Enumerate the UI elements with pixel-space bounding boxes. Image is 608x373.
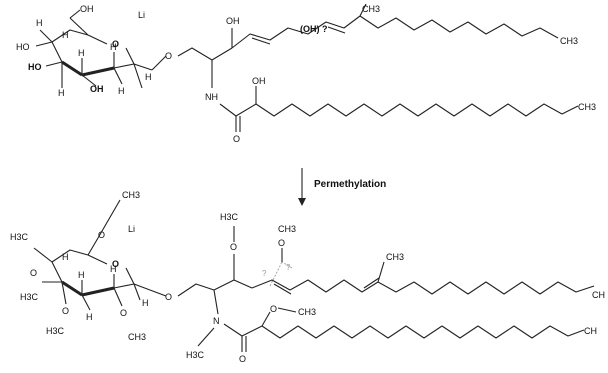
question-1-bottom: ? [262,269,267,278]
ring-h-top-2: H [58,88,65,98]
o-c4-bottom: O [30,268,37,278]
ring-h-bottom-5: H [142,298,149,308]
o-c3-bottom: O [62,306,69,316]
ch3-end-top-1: CH3 [560,36,578,46]
link-oxygen-bottom: O [165,292,172,302]
ch3-top-bottom: CH3 [122,190,140,200]
hexose-ring-top [35,9,153,89]
o-mid-bottom: O [230,242,237,252]
ring-h-bottom-4: H [62,252,69,262]
ch3-side-bottom: CH3 [386,252,404,262]
h3c-mid-bottom: H3C [220,212,239,222]
h3c-o3-bottom: H3C [46,326,65,336]
oh-top-ch2: OH [80,4,94,14]
ho-top-c3: HO [28,62,42,72]
nh-top: NH [205,92,218,102]
ring-h-top-6: H [62,30,69,40]
oh-alpha-top: OH [252,76,266,86]
hexose-ring-bottom [33,199,151,311]
ring-h-top-5: H [118,86,125,96]
ch3-me2-bottom: CH3 [278,224,296,234]
link-oxygen-top: O [165,51,172,61]
question-2-bottom: ? [286,263,291,272]
glycolipid-permethylated: O CH3 Li H3C O H3C O H3C H H H O CH3 H O… [10,190,605,364]
ring-h-top-7: H [145,72,152,82]
ho-top-c4: HO [16,42,30,52]
h3c-ring-bottom: H3C [20,292,39,302]
ring-h-bottom-3: H [86,312,93,322]
o-alpha-bottom: O [270,304,277,314]
h3c-left-bottom: H3C [10,232,29,242]
reaction-arrow [298,168,306,206]
permethylation-label: Permethylation [314,179,386,190]
o-me2-bottom: O [278,238,285,248]
oh-top-c2: OH [90,84,104,94]
ring-oxygen-top: O [112,39,119,49]
ch3-alpha-bottom: CH3 [298,307,316,317]
ring-h-top-4: H [110,42,117,52]
ring-h-top-3: H [78,48,85,58]
ch3-ring-bottom: CH3 [128,332,146,342]
amide-oxygen-top: O [233,134,240,144]
methyl-branch-top: CH3 [362,4,380,14]
ring-h-bottom-2: H [110,264,117,274]
amide-oxygen-bottom: O [239,354,246,364]
lithium-bottom: Li [128,224,135,234]
oh-sphingoid-top: OH [226,16,240,26]
oh-question-top: (OH) ? [300,24,328,34]
ch3-end-bottom-1: CH [592,290,605,300]
ring-h-top-1: H [36,18,43,28]
ring-o-ch2-bottom: O [98,230,105,240]
glycolipid-native: H HO HO H H OH H H OH H O Li H O OH CH3 … [16,3,596,144]
ch3-end-bottom-2: CH [584,326,597,336]
ch3-end-top-2: CH3 [578,102,596,112]
ring-h-bottom-1: H [78,270,85,280]
n-bottom: N [213,316,220,326]
lithium-top: Li [138,10,145,20]
ring-oxygen-bottom: O [112,259,119,269]
h3c-n-bottom: H3C [186,350,205,360]
o-c2-bottom: O [120,308,127,318]
